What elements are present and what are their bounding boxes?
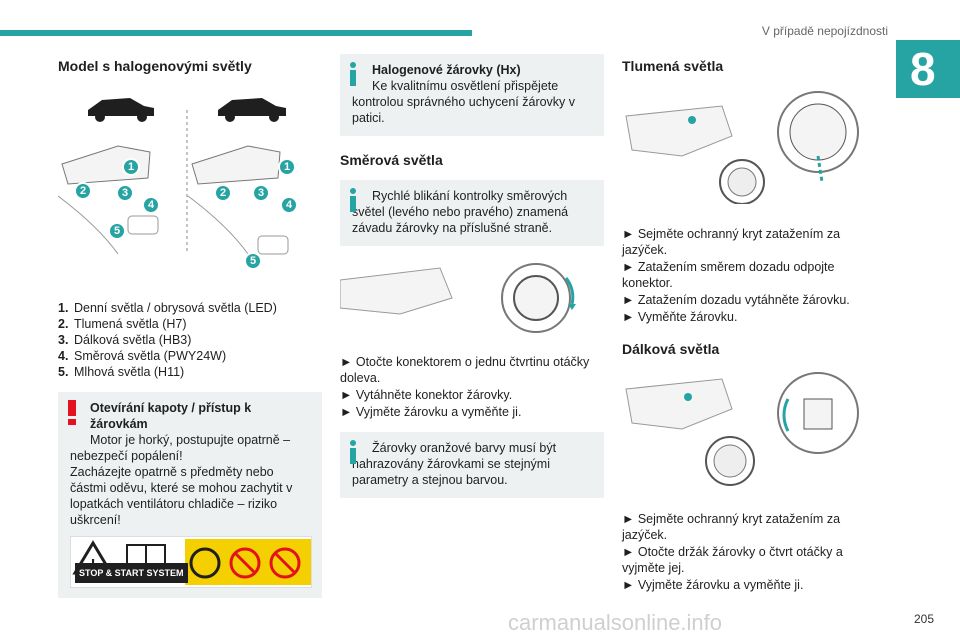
- info-text: Žárovky oranžové barvy musí být nahrazov…: [352, 441, 557, 487]
- list-number: 2.: [58, 317, 69, 331]
- bulb-list: 1. Denní světla / obrysová světla (LED) …: [58, 300, 322, 380]
- info-icon: [350, 62, 356, 86]
- warning-line3: Zacházejte opatrně s předměty nebo částm…: [70, 465, 293, 527]
- step-item: ► Vyjměte žárovku a vyměňte ji.: [622, 578, 804, 592]
- callout-1: 1: [122, 158, 140, 176]
- list-item: 3. Dálková světla (HB3): [58, 332, 322, 348]
- list-item: 2. Tlumená světla (H7): [58, 316, 322, 332]
- callout-5: 5: [108, 222, 126, 240]
- info-title: Halogenové žárovky (Hx): [372, 63, 521, 77]
- warning-box: Otevírání kapoty / přístup k žárovkám Mo…: [58, 392, 322, 598]
- callout-4-right: 4: [280, 196, 298, 214]
- step-item: ► Vytáhněte konektor žárovky.: [340, 388, 513, 402]
- warning-pictograms: ! STOP & START SYSTEM: [70, 536, 313, 588]
- headlight-diagram: 1 2 3 4 5 1 2 3 4 5: [57, 86, 322, 270]
- callout-3: 3: [116, 184, 134, 202]
- step-item: ► Sejměte ochranný kryt zatažením za jaz…: [622, 227, 841, 257]
- header-accent-bar: [0, 30, 472, 36]
- info-icon: [350, 188, 356, 212]
- column-low-high-beam: Tlumená světla ► Sejměte ochranný kryt z…: [622, 54, 886, 594]
- list-item: 4. Směrová světla (PWY24W): [58, 348, 322, 364]
- low-beam-illustration: [625, 91, 859, 205]
- stop-start-label: STOP & START SYSTEM: [75, 563, 188, 583]
- step-item: ► Zatažením směrem dozadu odpojte konekt…: [622, 260, 835, 290]
- turn-signal-steps: ► Otočte konektorem o jednu čtvrtinu otá…: [340, 354, 604, 420]
- low-beam-steps: ► Sejměte ochranný kryt zatažením za jaz…: [622, 226, 886, 325]
- turn-signal-illustration: [339, 263, 576, 333]
- callout-2: 2: [74, 182, 92, 200]
- info-icon: [350, 440, 356, 464]
- page-number: 205: [913, 612, 934, 626]
- callout-4: 4: [142, 196, 160, 214]
- info-box-blinking: Rychlé blikání kontrolky směrových světe…: [340, 180, 604, 246]
- watermark: carmanualsonline.info: [508, 610, 723, 635]
- list-number: 4.: [58, 349, 69, 363]
- warning-line2: nebezpečí popálení!: [70, 449, 183, 463]
- callout-3-right: 3: [252, 184, 270, 202]
- list-text: Mlhová světla (H11): [74, 365, 185, 379]
- high-beam-illustration: [625, 372, 859, 486]
- step-item: ► Vyměňte žárovku.: [622, 310, 738, 324]
- list-item: 1. Denní světla / obrysová světla (LED): [58, 300, 322, 316]
- info-text: Rychlé blikání kontrolky směrových světe…: [352, 189, 569, 235]
- section-heading-halogen: Model s halogenovými světly: [58, 58, 252, 74]
- section-heading-turn-signals: Směrová světla: [340, 152, 443, 168]
- list-text: Tlumená světla (H7): [74, 317, 187, 331]
- list-text: Směrová světla (PWY24W): [74, 349, 227, 363]
- section-heading-low-beam: Tlumená světla: [622, 58, 724, 74]
- callout-1-right: 1: [278, 158, 296, 176]
- warning-title: Otevírání kapoty / přístup k žárovkám: [90, 401, 252, 431]
- list-text: Denní světla / obrysová světla (LED): [74, 301, 277, 315]
- info-text: Ke kvalitnímu osvětlení přispějete kontr…: [352, 79, 576, 125]
- turn-signal-diagram: [339, 258, 604, 344]
- section-heading-high-beam: Dálková světla: [622, 341, 720, 357]
- callout-2-right: 2: [214, 184, 232, 202]
- list-text: Dálková světla (HB3): [74, 333, 192, 347]
- column-turn-signals: Halogenové žárovky (Hx) Ke kvalitnímu os…: [339, 54, 604, 510]
- info-box-orange-bulbs: Žárovky oranžové barvy musí být nahrazov…: [340, 432, 604, 498]
- low-beam-diagram: [622, 86, 886, 205]
- high-beam-diagram: [622, 369, 886, 487]
- high-beam-steps: ► Sejměte ochranný kryt zatažením za jaz…: [622, 511, 886, 593]
- step-item: ► Otočte konektorem o jednu čtvrtinu otá…: [340, 355, 590, 385]
- column-halogen-model: Model s halogenovými světly 1: [57, 54, 322, 610]
- step-item: ► Sejměte ochranný kryt zatažením za jaz…: [622, 512, 841, 542]
- step-item: ► Vyjměte žárovku a vyměňte ji.: [340, 405, 522, 419]
- callout-5-right: 5: [244, 252, 262, 270]
- list-number: 1.: [58, 301, 69, 315]
- chapter-title: V případě nepojízdnosti: [761, 24, 888, 38]
- info-box-halogen: Halogenové žárovky (Hx) Ke kvalitnímu os…: [340, 54, 604, 136]
- warning-line1: Motor je horký, postupujte opatrně –: [90, 433, 291, 447]
- list-number: 3.: [58, 333, 69, 347]
- list-number: 5.: [58, 365, 69, 379]
- exclamation-icon: [68, 400, 76, 426]
- chapter-number-badge: 8: [896, 40, 960, 98]
- list-item: 5. Mlhová světla (H11): [58, 364, 322, 380]
- step-item: ► Zatažením dozadu vytáhněte žárovku.: [622, 293, 850, 307]
- step-item: ► Otočte držák žárovky o čtvrt otáčky a …: [622, 545, 843, 575]
